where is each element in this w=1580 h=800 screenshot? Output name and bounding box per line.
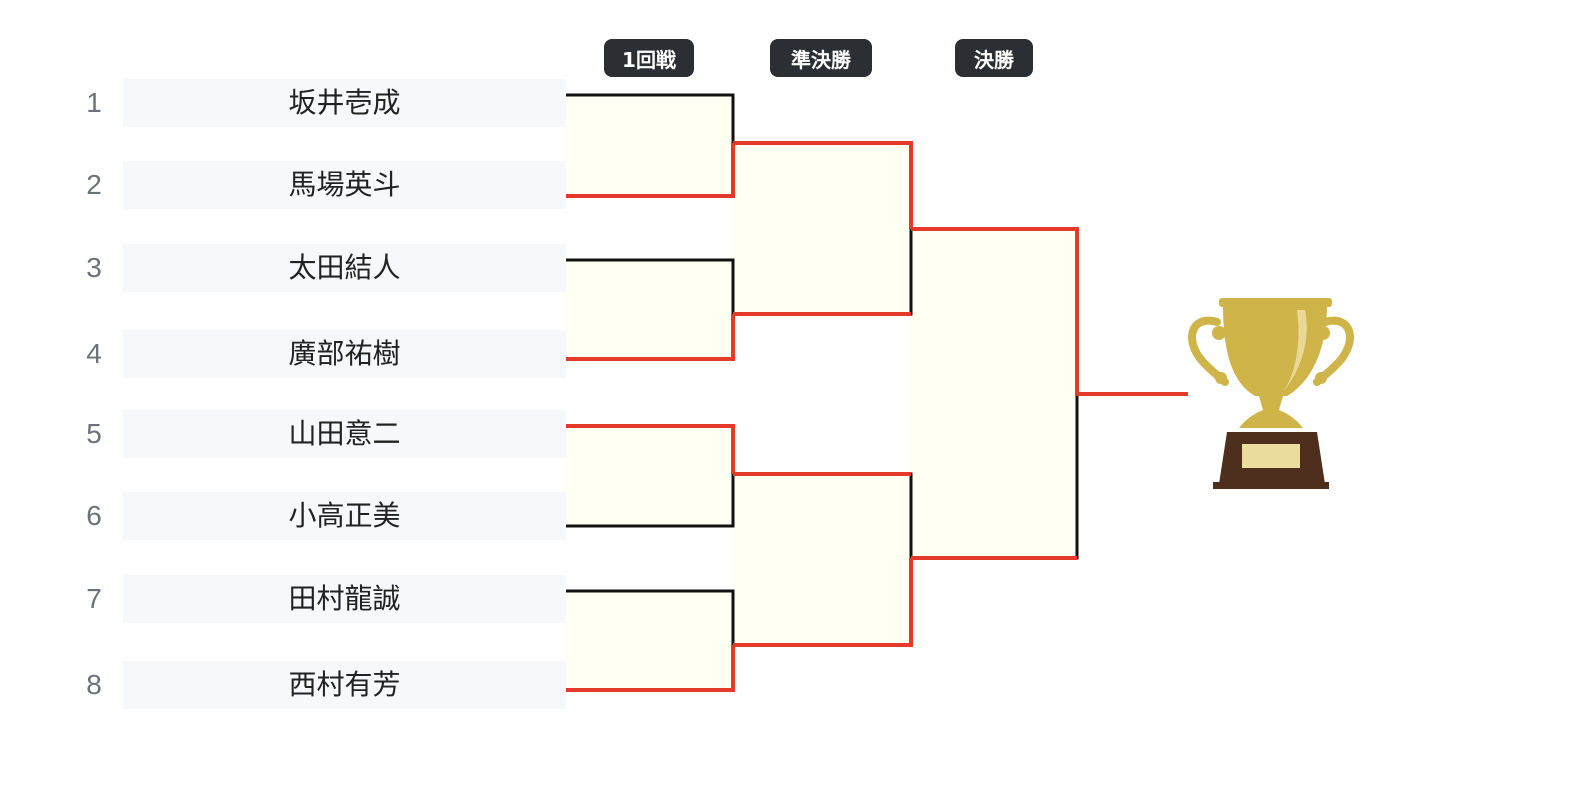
match-box-sf-1 xyxy=(733,143,911,314)
seed-number: 4 xyxy=(86,338,102,369)
round-label-semifinal: 準決勝 xyxy=(770,39,872,77)
round-label-first: 1回戦 xyxy=(604,39,694,77)
match-box-r1-1 xyxy=(566,95,733,196)
match-box-r1-2 xyxy=(566,260,733,359)
player-name-8[interactable]: 西村有芳 xyxy=(123,661,566,709)
bracket-line-p4-win xyxy=(566,314,735,361)
round-label-final: 決勝 xyxy=(955,39,1033,77)
player-name-1[interactable]: 坂井壱成 xyxy=(123,79,566,127)
player-name-5[interactable]: 山田意二 xyxy=(123,410,566,458)
seed-number: 1 xyxy=(86,87,102,118)
seed-number: 6 xyxy=(86,500,102,531)
match-box-final xyxy=(911,229,1077,558)
player-name-4[interactable]: 廣部祐樹 xyxy=(123,330,566,378)
player-name-2[interactable]: 馬場英斗 xyxy=(123,161,566,209)
bracket-line-p7 xyxy=(566,589,735,645)
match-box-r1-3 xyxy=(566,426,733,526)
player-name-7[interactable]: 田村龍誠 xyxy=(123,575,566,623)
bracket-line-sf2-p8 xyxy=(733,558,913,647)
bracket-line-p6 xyxy=(566,474,735,528)
bracket-line-p5-win xyxy=(566,424,735,474)
trophy-icon xyxy=(1188,298,1354,489)
bracket-line-p8-win xyxy=(566,645,735,692)
seed-number: 7 xyxy=(86,583,102,614)
match-box-sf-2 xyxy=(733,474,911,644)
bracket-line-sf1-win xyxy=(733,141,913,229)
match-box-r1-4 xyxy=(566,591,733,690)
player-name-3[interactable]: 太田結人 xyxy=(123,244,566,292)
seed-number: 5 xyxy=(86,418,102,449)
player-name-6[interactable]: 小高正美 xyxy=(123,492,566,540)
bracket-line-final-win xyxy=(911,227,1188,396)
bracket-line-p1 xyxy=(566,93,735,143)
seed-number: 8 xyxy=(86,669,102,700)
seed-number: 3 xyxy=(86,252,102,283)
bracket-line-p2-win xyxy=(566,143,735,198)
bracket-line-p3 xyxy=(566,258,735,314)
seed-number: 2 xyxy=(86,169,102,200)
